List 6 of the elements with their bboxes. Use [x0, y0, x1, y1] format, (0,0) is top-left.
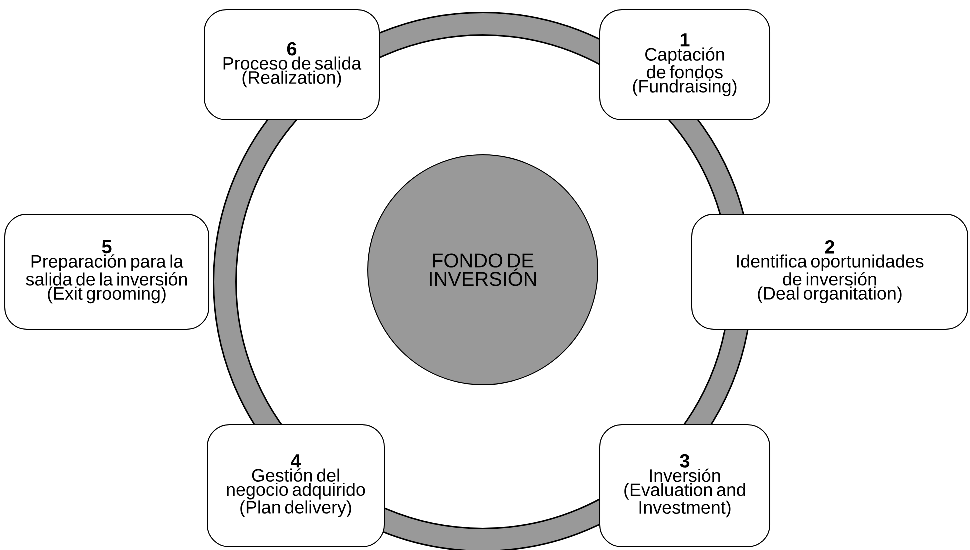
stage-box: 3 Inversión (Evaluation and Investment)	[600, 424, 770, 548]
stage-box: 1 Captación de fondos (Fundraising)	[600, 10, 770, 120]
stage-box: 4 Gestión del negocio adquirido (Plan delivery)	[207, 424, 385, 548]
stage-box: 2 Identifica oportunidades de inversión (Deal organitation)	[692, 214, 968, 330]
stage-box: 6 Proceso de salida (Realization)	[204, 10, 380, 120]
stage-box: 5 Preparación para la salida de la inversión (Exit grooming)	[4, 214, 210, 330]
